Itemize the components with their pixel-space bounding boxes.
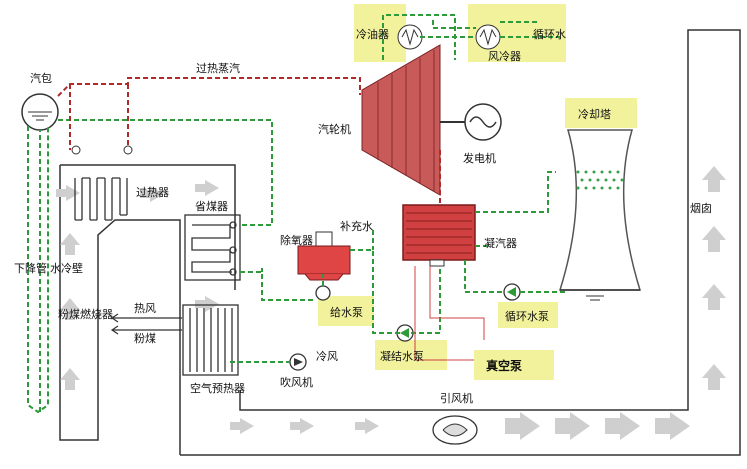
labels: 汽包 过热蒸汽 冷油器 风冷器 循环水 汽轮机 发电机 冷却塔 烟囱 过热器 省… — [14, 27, 712, 405]
label-induced-fan: 引风机 — [440, 391, 473, 405]
burner-arrows — [110, 313, 182, 335]
induced-fan — [432, 415, 478, 445]
cooling-tower — [558, 129, 642, 301]
label-turbine: 汽轮机 — [318, 122, 351, 136]
highlight-boxes — [318, 4, 637, 380]
label-chimney: 烟囱 — [690, 201, 712, 215]
label-superheated-steam: 过热蒸汽 — [196, 61, 240, 75]
label-generator: 发电机 — [463, 151, 496, 165]
label-coal-burner: 粉煤燃烧器 — [58, 307, 113, 321]
water-pipes — [27, 14, 568, 414]
turbine — [361, 44, 441, 196]
label-circ-pump: 循环水泵 — [505, 310, 549, 323]
label-downcomer: 下降管 — [14, 261, 47, 275]
steam-pipes — [57, 77, 441, 205]
steam-drum — [21, 93, 59, 131]
label-forced-fan: 吹风机 — [280, 375, 313, 389]
label-superheater: 过热器 — [136, 186, 169, 199]
superheater-coils — [74, 177, 128, 221]
label-hot-air: 热风 — [134, 302, 156, 315]
label-deaerator: 除氧器 — [280, 233, 313, 247]
label-air-cooler: 风冷器 — [488, 50, 521, 63]
label-pulverized-coal: 粉煤 — [134, 332, 156, 345]
label-feed-pump: 给水泵 — [330, 306, 363, 319]
label-economizer: 省煤器 — [195, 200, 228, 213]
air-preheater — [182, 304, 239, 376]
label-steam-drum: 汽包 — [30, 71, 52, 85]
condenser — [402, 204, 476, 267]
label-circulating-water: 循环水 — [533, 28, 566, 41]
label-vacuum-pump: 真空泵 — [486, 358, 522, 373]
label-condensate-pump: 凝结水泵 — [380, 349, 424, 363]
label-cold-air: 冷风 — [316, 350, 338, 363]
label-makeup-water: 补充水 — [340, 219, 373, 233]
flue-gas-arrows — [56, 166, 726, 440]
economizer — [184, 214, 241, 281]
generator — [440, 103, 502, 141]
label-oil-cooler: 冷油器 — [356, 27, 389, 41]
label-air-preheater: 空气预热器 — [190, 381, 245, 395]
label-condenser: 凝汽器 — [484, 236, 517, 250]
thin-red-lines — [414, 266, 485, 361]
small-valves — [71, 145, 133, 155]
label-cooling-tower: 冷却塔 — [578, 108, 611, 121]
label-water-wall: 水冷壁 — [50, 261, 83, 275]
